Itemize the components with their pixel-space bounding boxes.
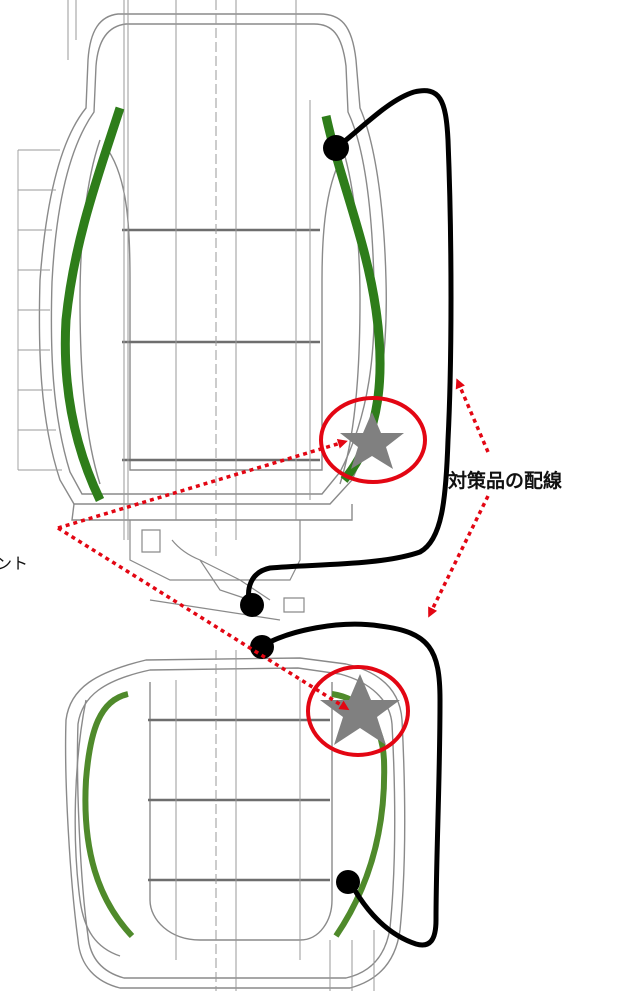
point-label-fragment: ント: [0, 554, 29, 573]
pointer-arrow-to-upper-wire: [455, 378, 490, 453]
connector-dots: [240, 135, 360, 894]
connector-dot-icon: [240, 593, 264, 617]
star-icon: [320, 674, 400, 745]
pointer-arrow-to-lower-wire: [428, 495, 490, 618]
star-icon: [340, 412, 404, 469]
pointer-arrow-to-upper-star: [57, 438, 348, 530]
seat-cushion-outline: [64, 657, 406, 989]
highlight-circle-upper: [319, 396, 427, 484]
seat-cushion-verticals: [175, 650, 375, 991]
seat-back-verticals: [67, 0, 311, 560]
heater-strip-back-left: [60, 106, 125, 502]
heater-strip-cushion-left: [82, 691, 135, 939]
seat-back-outline: [38, 13, 387, 521]
countermeasure-harness-wires: [246, 88, 454, 948]
highlight-circle-lower: [306, 665, 410, 757]
connector-dot-icon: [336, 870, 360, 894]
center-connector-drawing: [129, 520, 305, 621]
seat-back-frame-lines: [122, 228, 320, 462]
point-marker-upper: [319, 396, 427, 484]
connector-dot-icon: [323, 135, 349, 161]
point-marker-lower: [306, 665, 410, 757]
harness-wire-lower: [259, 621, 443, 948]
pointer-arrow-to-lower-star: [57, 526, 350, 711]
harness-wire-upper: [246, 88, 454, 607]
seat-cushion-frame-lines: [148, 718, 330, 882]
seat-back-left-dimension-lines: [17, 149, 62, 471]
seat-back-heater-strips: [60, 106, 385, 502]
pointer-arrows: [57, 378, 490, 711]
countermeasure-wiring-label: 対策品の配線: [448, 470, 563, 492]
